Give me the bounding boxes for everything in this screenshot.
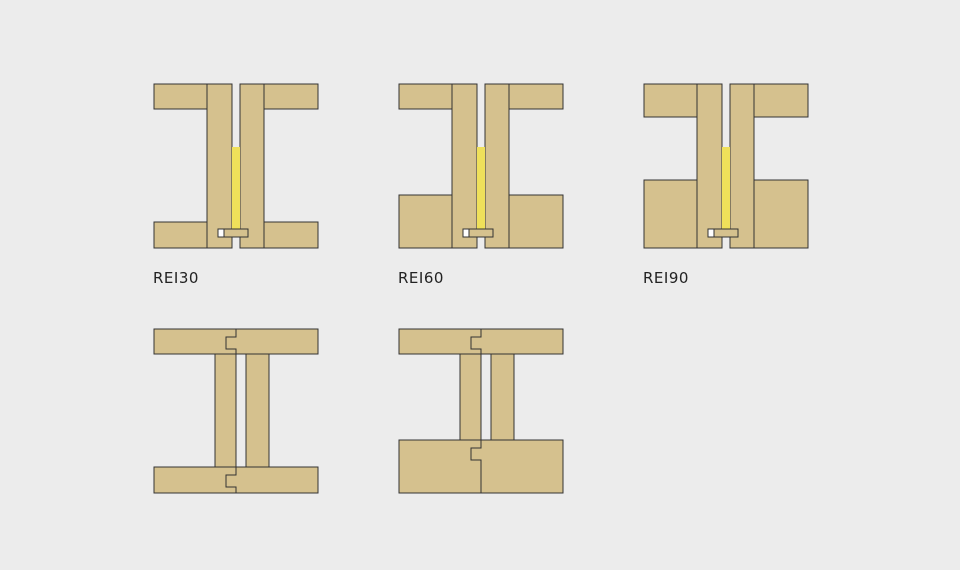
rei90-wall-right <box>729 83 755 249</box>
slab-wall-junction-thick-floor-wall-right <box>490 353 515 441</box>
rei90-slab-bottom-right <box>753 179 809 249</box>
rei90-fire-seal-strip <box>722 147 730 229</box>
rei30-connector-end <box>217 228 225 238</box>
rei90-slab-top-left <box>643 83 698 118</box>
rei30-slab-top-right <box>263 83 319 110</box>
slab-wall-junction-thick-floor-cavity <box>481 355 491 439</box>
detail-label-rei60: REI60 <box>398 269 444 287</box>
rei60-slab-bottom-right <box>508 194 564 249</box>
rei30-fire-seal-strip <box>232 147 240 229</box>
rei60-fire-seal-strip <box>477 147 485 229</box>
rei30-wall-right <box>239 83 265 249</box>
rei30-wall-left <box>206 83 233 249</box>
rei60-slab-bottom-left <box>398 194 453 249</box>
rei30-slab-bottom-right <box>263 221 319 249</box>
detail-label-rei30: REI30 <box>153 269 199 287</box>
rei90-wall-left <box>696 83 723 249</box>
slab-continuous-wall-junction-cavity <box>236 355 246 466</box>
rei60-slab-top-left <box>398 83 453 110</box>
rei60-wall-right <box>484 83 510 249</box>
detail-label-rei90: REI90 <box>643 269 689 287</box>
slab-continuous-wall-junction-wall-left <box>214 353 237 468</box>
slab-wall-junction-thick-floor-bottom-joint <box>470 440 482 493</box>
rei90-slab-bottom-left <box>643 179 698 249</box>
rei60-wall-left <box>451 83 478 249</box>
slab-wall-junction-thick-floor-top-joint <box>470 329 482 354</box>
rei30-slab-top-left <box>153 83 208 110</box>
rei60-connector-plate <box>468 228 494 238</box>
slab-continuous-wall-junction-top-joint <box>225 329 237 354</box>
rei60-connector-end <box>462 228 470 238</box>
rei30-connector-plate <box>223 228 249 238</box>
rei90-connector-end <box>707 228 715 238</box>
rei90-slab-top-right <box>753 83 809 118</box>
rei90-connector-plate <box>713 228 739 238</box>
slab-wall-junction-thick-floor-wall-left <box>459 353 482 441</box>
slab-continuous-wall-junction-bottom-joint <box>225 467 237 493</box>
rei30-slab-bottom-left <box>153 221 208 249</box>
rei60-slab-top-right <box>508 83 564 110</box>
slab-continuous-wall-junction-wall-right <box>245 353 270 468</box>
